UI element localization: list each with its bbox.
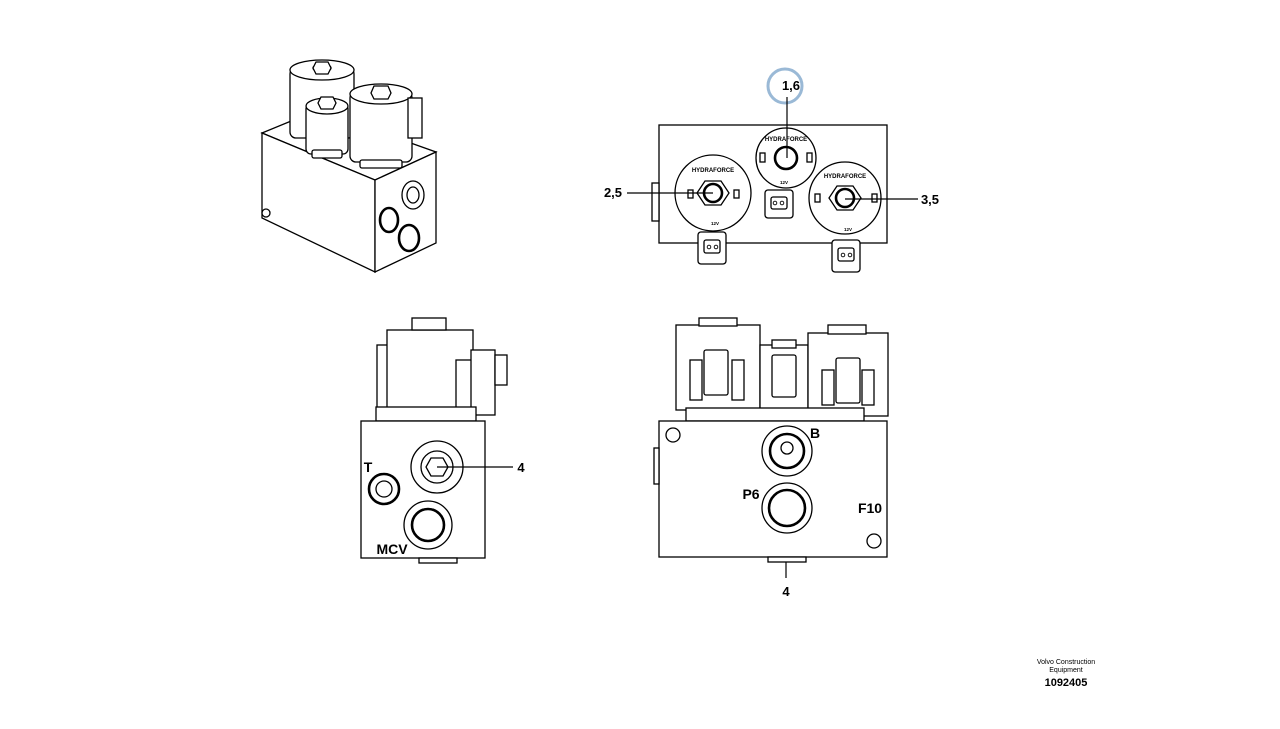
callout-4-bottom[interactable]: 4 xyxy=(782,584,790,599)
port-label-f10: F10 xyxy=(858,500,882,516)
port-label-mcv: MCV xyxy=(376,541,408,557)
isometric-view xyxy=(260,59,438,274)
drawing-footer: Volvo Construction Equipment 1092405 xyxy=(1037,659,1095,689)
port-label-p6: P6 xyxy=(742,486,759,502)
top-view: HYDRAFORCE 12V HYDRAFORCE 12V HYDRAFORCE… xyxy=(604,67,939,273)
drawing-number: 1092405 xyxy=(1045,677,1088,689)
brand-mark-right: HYDRAFORCE xyxy=(824,174,866,180)
callout-1-6[interactable]: 1,6 xyxy=(782,78,800,93)
coil-code-left: 12V xyxy=(711,221,719,226)
callout-3-5[interactable]: 3,5 xyxy=(921,192,939,207)
company-line-1: Volvo Construction xyxy=(1037,659,1095,666)
brand-mark-center: HYDRAFORCE xyxy=(765,137,807,143)
port-label-b: B xyxy=(810,425,820,441)
front-view: B P6 F10 4 xyxy=(653,317,889,599)
highlight-ring[interactable] xyxy=(766,67,804,105)
company-line-2: Equipment xyxy=(1049,667,1083,674)
brand-mark-left: HYDRAFORCE xyxy=(692,168,734,174)
coil-code-right: 12V xyxy=(844,227,852,232)
port-label-t: T xyxy=(364,459,373,475)
callout-4-side[interactable]: 4 xyxy=(517,460,525,475)
side-view: T MCV 4 xyxy=(360,317,525,564)
callout-2-5[interactable]: 2,5 xyxy=(604,185,622,200)
coil-code-center: 12V xyxy=(780,180,788,185)
